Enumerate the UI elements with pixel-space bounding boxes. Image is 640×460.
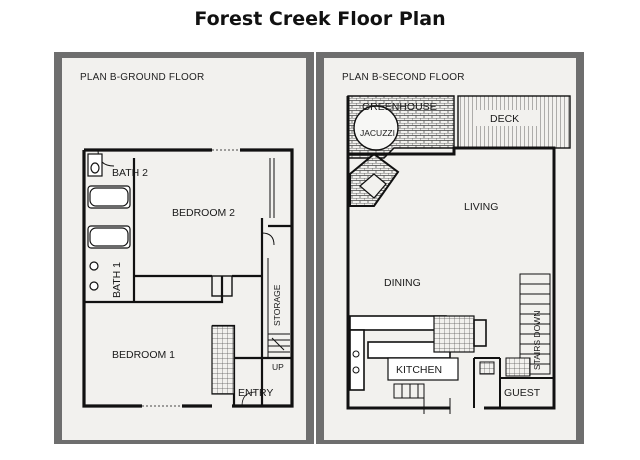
page-title: Forest Creek Floor Plan	[194, 8, 446, 30]
stairs-down-label: STAIRS DOWN	[532, 311, 542, 370]
ground-stair	[267, 258, 290, 358]
guest-walls	[473, 357, 554, 408]
ground-bath-fixtures	[87, 153, 131, 291]
second-floor-plan-title: PLAN B-SECOND FLOOR	[342, 72, 465, 83]
entry-label: ENTRY	[238, 387, 273, 399]
ground-floor-sheet: PLAN B-GROUND FLOOR	[54, 52, 314, 444]
ground-floor-plan: BATH 2 BEDROOM 2 BATH 1 BEDROOM 1 STORAG…	[82, 148, 294, 408]
jacuzzi-label: JACUZZI	[360, 128, 395, 138]
living-label: LIVING	[464, 201, 498, 213]
second-floor-plan: GREENHOUSE JACUZZI DECK LIVING DINING ST…	[346, 95, 571, 414]
bath1-label: BATH 1	[111, 262, 123, 298]
second-floor-sheet: PLAN B-SECOND FLOOR	[316, 52, 584, 444]
ground-floor-plan-title: PLAN B-GROUND FLOOR	[80, 72, 205, 83]
greenhouse-label: GREENHOUSE	[362, 101, 437, 113]
second-floor-paper: PLAN B-SECOND FLOOR	[324, 58, 576, 440]
bath2-label: BATH 2	[112, 167, 148, 179]
dining-label: DINING	[384, 277, 421, 289]
ground-floor-paper: PLAN B-GROUND FLOOR	[62, 58, 306, 440]
kitchen-label: KITCHEN	[396, 364, 442, 376]
storage-label: STORAGE	[272, 284, 282, 326]
bedroom1-label: BEDROOM 1	[112, 349, 175, 361]
ground-entry-tile	[211, 325, 235, 395]
deck-label: DECK	[490, 113, 519, 125]
ground-interior-walls	[84, 158, 292, 406]
guest-label: GUEST	[504, 387, 541, 399]
up-label: UP	[272, 362, 284, 372]
bedroom2-label: BEDROOM 2	[172, 207, 235, 219]
second-stairs	[519, 273, 551, 375]
jacuzzi-tub	[353, 105, 399, 151]
second-exterior-walls	[346, 96, 556, 410]
